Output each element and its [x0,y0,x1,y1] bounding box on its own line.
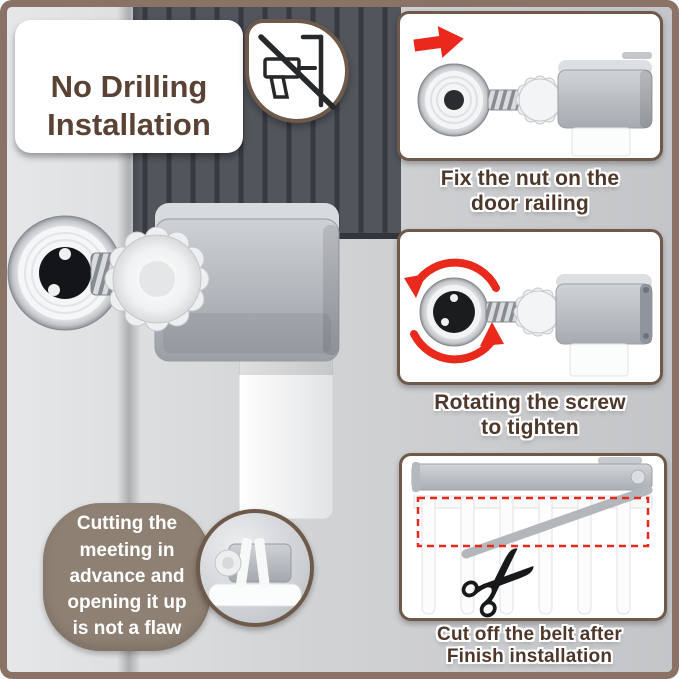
drill-glyph [258,34,336,110]
bracket [555,274,653,377]
mount-disc [7,215,123,331]
mount-bracket [154,203,340,362]
step-panel-1 [397,11,663,161]
knob [214,549,242,577]
step-panel-2 [397,229,663,385]
gate-bar [208,583,302,607]
no-drill-icon [258,34,336,110]
closeup-illustration [208,537,302,607]
step-1-illustration [413,26,653,157]
step-1-caption: Fix the nut on the door railing [440,167,620,215]
note-bubble: Cutting the meeting in advance and openi… [43,503,211,651]
nut-disc [417,63,491,137]
closeup-circle [196,509,314,627]
page-title: No Drilling Installation [47,68,211,142]
no-drill-badge [245,19,349,123]
bracket [557,52,653,157]
scalloped-knob [513,287,563,337]
rotate-arrows-icon [404,258,504,364]
belt-strap [461,485,653,559]
scalloped-knob [515,75,565,125]
step-3-caption: Cut off the belt after Finish installati… [437,624,622,668]
title-badge: No Drilling Installation [15,20,243,154]
highlight-dashed-box [416,496,650,548]
note-text: Cutting the meeting in advance and openi… [67,513,187,640]
red-arrow-icon [413,26,464,58]
scalloped-knob [104,226,210,332]
step-2-caption: Rotating the screw to tighten [434,391,626,439]
step-3-illustration: ✂ [411,457,653,618]
straps [235,537,270,589]
nut-disc [419,277,489,347]
gate-top-beam [411,457,653,492]
step-panel-3: ✂ [399,453,667,621]
step-2-illustration [404,258,653,377]
